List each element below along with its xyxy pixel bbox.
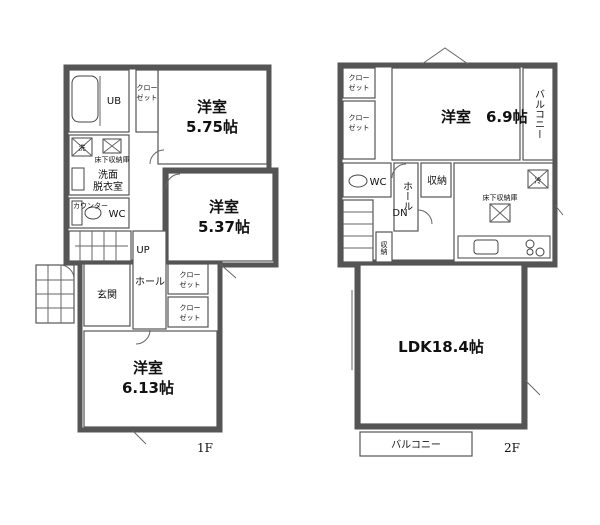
floor2-closet-a-line2: ゼット <box>349 83 370 92</box>
floor2-closet-b-line1: クロー <box>349 114 370 122</box>
floor2-side-balcony-label: バルコニー <box>533 89 545 139</box>
floor2-roof-mark <box>421 47 469 65</box>
floor1-closet-a <box>135 69 159 133</box>
fridge-cross-2 <box>527 169 549 189</box>
floor2-storage-a-label: 収納 <box>427 174 447 187</box>
floor1-closet-b <box>167 263 209 295</box>
floor2-toilet-icon <box>348 174 368 188</box>
floor2-closet-b <box>342 100 376 160</box>
window-mark <box>524 379 541 396</box>
floor2-storage-a <box>420 162 452 198</box>
window-mark <box>219 263 237 279</box>
toilet-icon <box>84 206 102 220</box>
floor2-closet-a <box>342 67 376 99</box>
floor1-closet-a-line2: ゼット <box>137 93 158 102</box>
floor1-closet-b-line2: ゼット <box>180 280 201 289</box>
door-swing <box>59 264 75 280</box>
floor1-entrance <box>83 263 131 327</box>
door-swing <box>135 329 151 345</box>
floor2-closet-a-line1: クロー <box>349 74 370 82</box>
washroom-line2: 脱衣室 <box>93 180 123 193</box>
stove-burner-icon <box>526 248 534 256</box>
floor1-label: 1F <box>197 441 213 455</box>
floor2-hall <box>393 162 419 232</box>
floor1-closet-a-line1: クロー <box>137 84 158 92</box>
floor2-storage-b-label: 収納 <box>380 241 388 256</box>
floor1-room-b-size: 5.37帖 <box>198 218 250 236</box>
door-swing <box>417 209 433 225</box>
door-swing <box>165 173 181 189</box>
floor2-closet-b-line2: ゼット <box>349 123 370 132</box>
stove-burner-icon <box>525 239 535 249</box>
floor2-room-name: 洋室 <box>441 108 471 126</box>
floor1-room-c-size: 6.13帖 <box>122 379 174 397</box>
door-swing <box>149 149 165 165</box>
storage-cross-2 <box>489 203 511 223</box>
refrigerator-label: 冷 <box>535 176 542 185</box>
floor1-western-room-b <box>167 172 274 262</box>
floor2-bottom-balcony-label: バルコニー <box>391 439 441 451</box>
kitchen-sink-icon <box>473 239 499 255</box>
floor1-western-room-a <box>157 69 268 165</box>
floor1-closet-c-line1: クロー <box>180 304 201 312</box>
floor2-bottom-balcony <box>359 431 473 457</box>
stove-burner-icon <box>535 247 545 257</box>
floor2-side-balcony <box>522 67 554 161</box>
floor1-closet-c-line2: ゼット <box>180 313 201 322</box>
floor1-western-room-c <box>83 330 218 428</box>
floor1-underfloor-storage: 床下収納庫 <box>95 155 130 164</box>
washer-label: 洗 <box>79 143 86 152</box>
counter-label: カウンター <box>73 201 108 210</box>
floor2-ldk <box>359 264 523 425</box>
floor1-up-label: UP <box>136 245 149 256</box>
washer-cross-2 <box>71 137 93 157</box>
floor-1: 洋室 5.75帖 洋室 5.37帖 洋室 6.13帖 クロー ゼット UB 洗 … <box>35 64 279 455</box>
floor1-room-c-name: 洋室 <box>133 359 163 377</box>
floor2-stairs <box>342 199 374 263</box>
storage-cross-2 <box>102 138 122 154</box>
sink-icon <box>71 167 85 191</box>
floor2-hall-label: ホール <box>401 181 413 211</box>
kitchen-counter <box>457 235 551 259</box>
floor1-hall-label: ホール <box>135 276 165 288</box>
washroom-line1: 洗面 <box>98 169 118 181</box>
window-mark <box>131 429 147 445</box>
floor2-label: 2F <box>504 441 520 455</box>
counter-icon <box>71 200 83 226</box>
floor2-western-room <box>391 67 521 161</box>
floor1-room-a-size: 5.75帖 <box>186 118 238 136</box>
entrance-label: 玄関 <box>97 288 117 301</box>
door-swing <box>391 163 407 179</box>
floor1-room-b-name: 洋室 <box>209 198 239 216</box>
floor2-toilet-label: WC <box>370 177 387 188</box>
floor2-down-label: DN <box>392 208 407 219</box>
floor1-room-a-name: 洋室 <box>197 98 227 116</box>
ldk-label: LDK18.4帖 <box>398 338 484 356</box>
floor2-underfloor-storage: 床下収納庫 <box>483 193 518 202</box>
bathtub-icon <box>71 75 99 123</box>
window-mark <box>554 204 564 216</box>
floor-2: 洋室 6.9帖 クロー ゼット クロー ゼット バルコニー WC ホール DN … <box>337 47 564 457</box>
floor1-closet-c <box>167 296 209 328</box>
floor1-toilet-label: WC <box>109 209 126 220</box>
floor2-storage-b <box>375 231 393 263</box>
unit-bath-label: UB <box>107 96 121 107</box>
floor2-room-size: 6.9帖 <box>486 108 528 126</box>
floor1-closet-b-line1: クロー <box>180 271 201 279</box>
floor1-hall <box>132 230 167 330</box>
